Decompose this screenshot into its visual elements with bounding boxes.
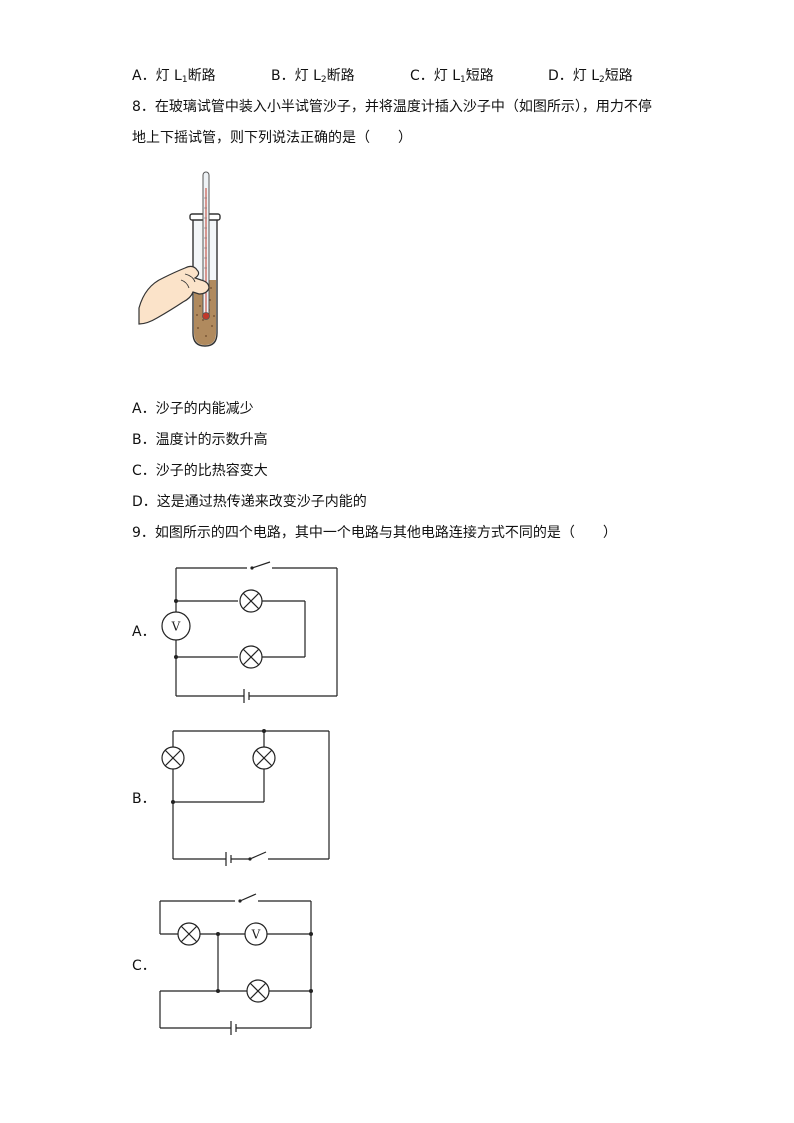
switch [249, 851, 267, 860]
circuit-a-label: A． [132, 624, 156, 640]
switch [251, 561, 271, 569]
hand [138, 265, 210, 325]
q7-option-a: A．灯 L1断路 [132, 68, 216, 85]
circuit-b [161, 729, 330, 866]
q9-stem: 9．如图所示的四个电路，其中一个电路与其他电路连接方式不同的是（ ） [132, 525, 617, 541]
q8-option-b: B．温度计的示数升高 [132, 432, 268, 448]
voltmeter-symbol: V [251, 928, 261, 942]
q7-option-d: D．灯 L2短路 [548, 68, 633, 85]
q8-stem-line1: 8．在玻璃试管中装入小半试管沙子，并将温度计插入沙子中（如图所示），用力不停 [132, 99, 652, 115]
circuit-b-label: B． [132, 791, 156, 807]
circuit-c-label: C． [132, 958, 156, 974]
q8-option-d: D．这是通过热传递来改变沙子内能的 [132, 494, 367, 510]
q7-option-b: B．灯 L2断路 [271, 68, 355, 85]
voltmeter [161, 611, 191, 641]
q7-option-c: C．灯 L1短路 [410, 68, 494, 85]
q8-option-c: C．沙子的比热容变大 [132, 463, 268, 479]
circuit-a: V [161, 561, 338, 703]
switch [239, 893, 257, 902]
q8-option-a: A．沙子的内能减少 [132, 401, 254, 417]
q8-stem-line2: 地上下摇试管，则下列说法正确的是（ ） [132, 130, 412, 146]
test-tube-figure [138, 171, 221, 347]
circuit-c: V [159, 893, 313, 1035]
voltmeter-symbol: V [171, 620, 181, 634]
